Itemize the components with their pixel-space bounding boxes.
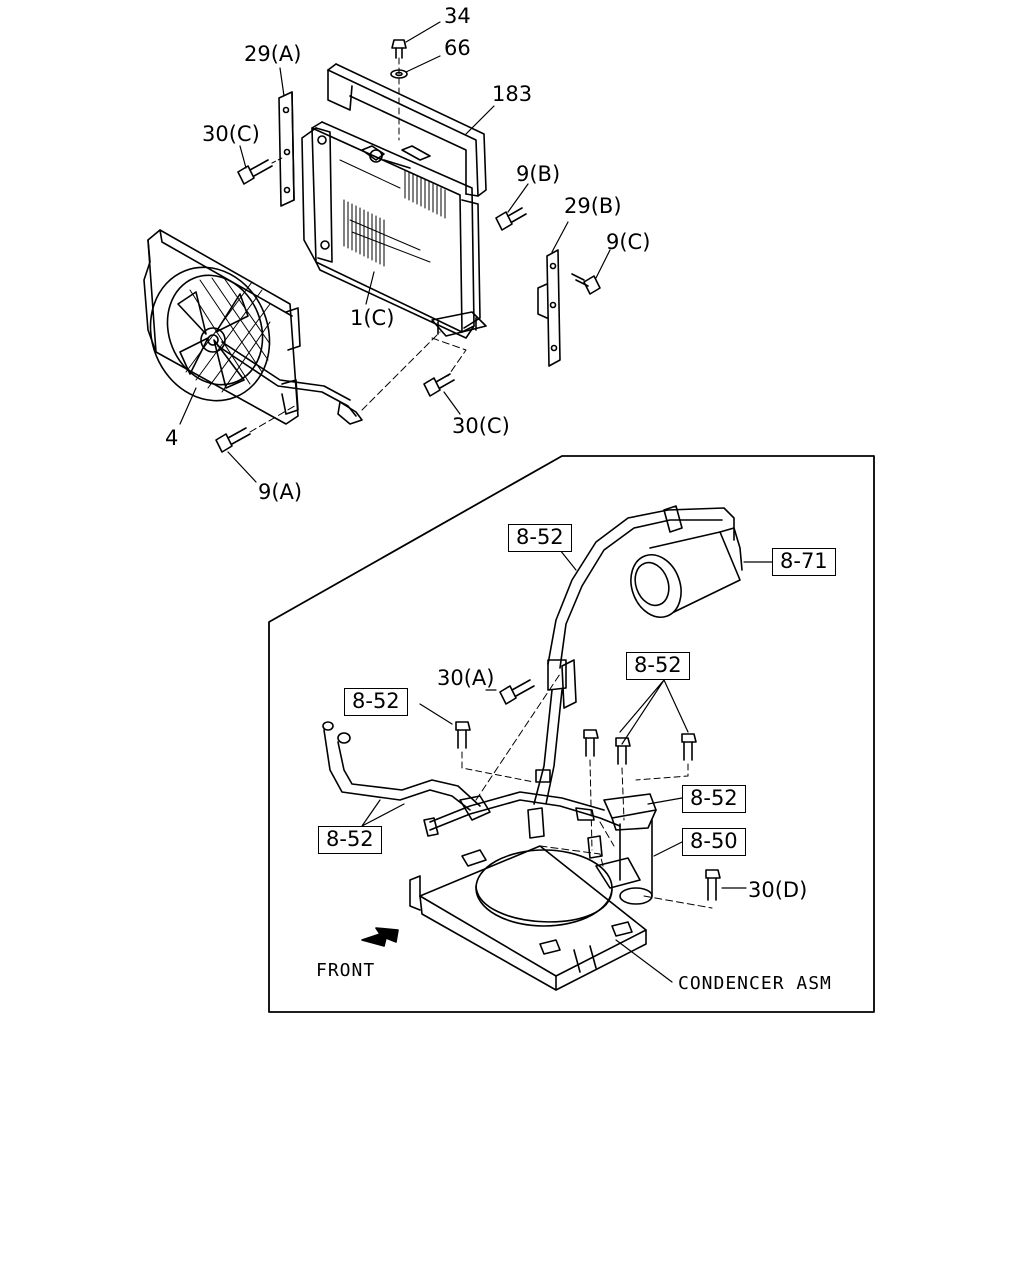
joint-block-8-50: [588, 794, 656, 904]
label-front: FRONT: [316, 960, 376, 981]
bolt-30c-top: [238, 158, 282, 184]
bolt-9a: [216, 428, 250, 452]
receiver-drier: [623, 528, 742, 624]
label-9a: 9(A): [258, 480, 303, 504]
pipe-left: [323, 722, 620, 838]
label-9c: 9(C): [606, 230, 651, 254]
label-30a: 30(A): [437, 666, 495, 690]
box-label-8-50: 8-50: [682, 828, 746, 856]
leader-lines-upper: [180, 22, 610, 482]
label-30d: 30(D): [748, 878, 808, 902]
front-arrow-icon: [362, 928, 398, 946]
bolt-8-52-b: [616, 738, 630, 820]
washer-66: [391, 70, 407, 78]
bolt-8-52-left: [456, 722, 534, 782]
label-condencer-asm: CONDENCER ASM: [678, 973, 832, 994]
alignment-lines: [250, 332, 466, 432]
box-label-8-52-top: 8-52: [508, 524, 572, 552]
box-label-8-52-mid: 8-52: [682, 785, 746, 813]
alignment-lines-lower: [476, 674, 712, 908]
label-66: 66: [444, 36, 471, 60]
bracket-30a: [500, 660, 576, 708]
label-1c: 1(C): [350, 306, 395, 330]
fan-shroud: [131, 230, 362, 424]
bracket-29a: [279, 92, 294, 206]
bracket-29b: [538, 250, 560, 366]
label-30c-bottom: 30(C): [452, 414, 510, 438]
label-9b: 9(B): [516, 162, 561, 186]
label-34: 34: [444, 4, 471, 28]
bolt-8-52-a: [584, 730, 598, 850]
bolt-30d: [706, 870, 720, 900]
detail-frame: [269, 456, 874, 1012]
box-label-8-52-right: 8-52: [626, 652, 690, 680]
label-4: 4: [165, 426, 179, 450]
bolt-9b: [496, 208, 526, 230]
label-29a: 29(A): [244, 42, 302, 66]
bolt-9c: [572, 274, 600, 294]
condenser-asm: [410, 846, 646, 990]
label-183: 183: [492, 82, 533, 106]
bolt-8-52-c: [636, 734, 696, 780]
label-30c-top: 30(C): [202, 122, 260, 146]
box-label-8-71: 8-71: [772, 548, 836, 576]
condenser-core: [302, 122, 486, 338]
box-label-8-52-lower-left: 8-52: [318, 826, 382, 854]
bracket-183: [328, 64, 486, 196]
leader-lines-lower: [362, 550, 772, 982]
bolt-30c-bottom: [424, 374, 454, 396]
box-label-8-52-left: 8-52: [344, 688, 408, 716]
label-29b: 29(B): [564, 194, 622, 218]
pipe-upper: [534, 506, 734, 804]
bolt-34: [392, 40, 406, 140]
